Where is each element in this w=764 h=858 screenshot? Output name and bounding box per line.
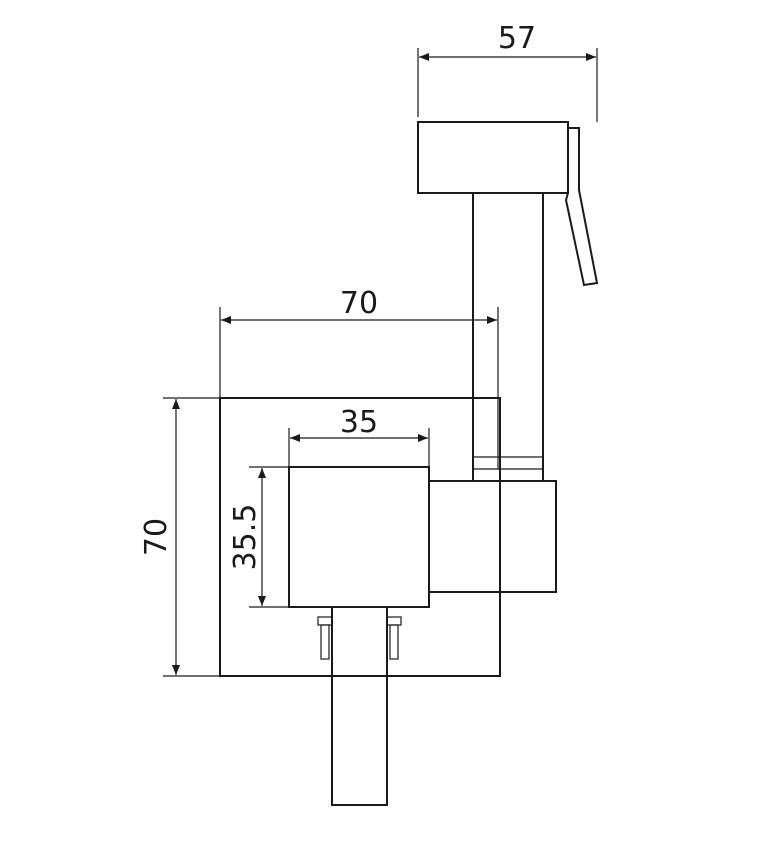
dimension-label-35-5: 35.5: [228, 504, 263, 571]
dimension-57: 57: [417, 21, 598, 122]
handset-trigger: [564, 127, 599, 287]
cartridge-pin-left: [317, 616, 333, 660]
dimension-70-vertical: 70: [139, 397, 220, 677]
wall-plate: [219, 397, 501, 677]
dimension-label-57: 57: [498, 21, 536, 56]
dimension-35: 35: [288, 405, 430, 467]
side-outlet-block: [429, 480, 557, 593]
handset-head: [417, 121, 569, 194]
dimension-70-horizontal: 70: [219, 286, 499, 457]
dimension-label-70-horizontal: 70: [340, 286, 378, 321]
valve-body: [288, 466, 430, 608]
dimension-35-5: 35.5: [228, 466, 289, 608]
handle-lever: [331, 607, 388, 806]
dimension-label-70-vertical: 70: [139, 518, 174, 556]
cartridge-pin-right: [386, 616, 402, 660]
dimension-label-35: 35: [340, 405, 378, 440]
handset-stem: [472, 193, 544, 481]
